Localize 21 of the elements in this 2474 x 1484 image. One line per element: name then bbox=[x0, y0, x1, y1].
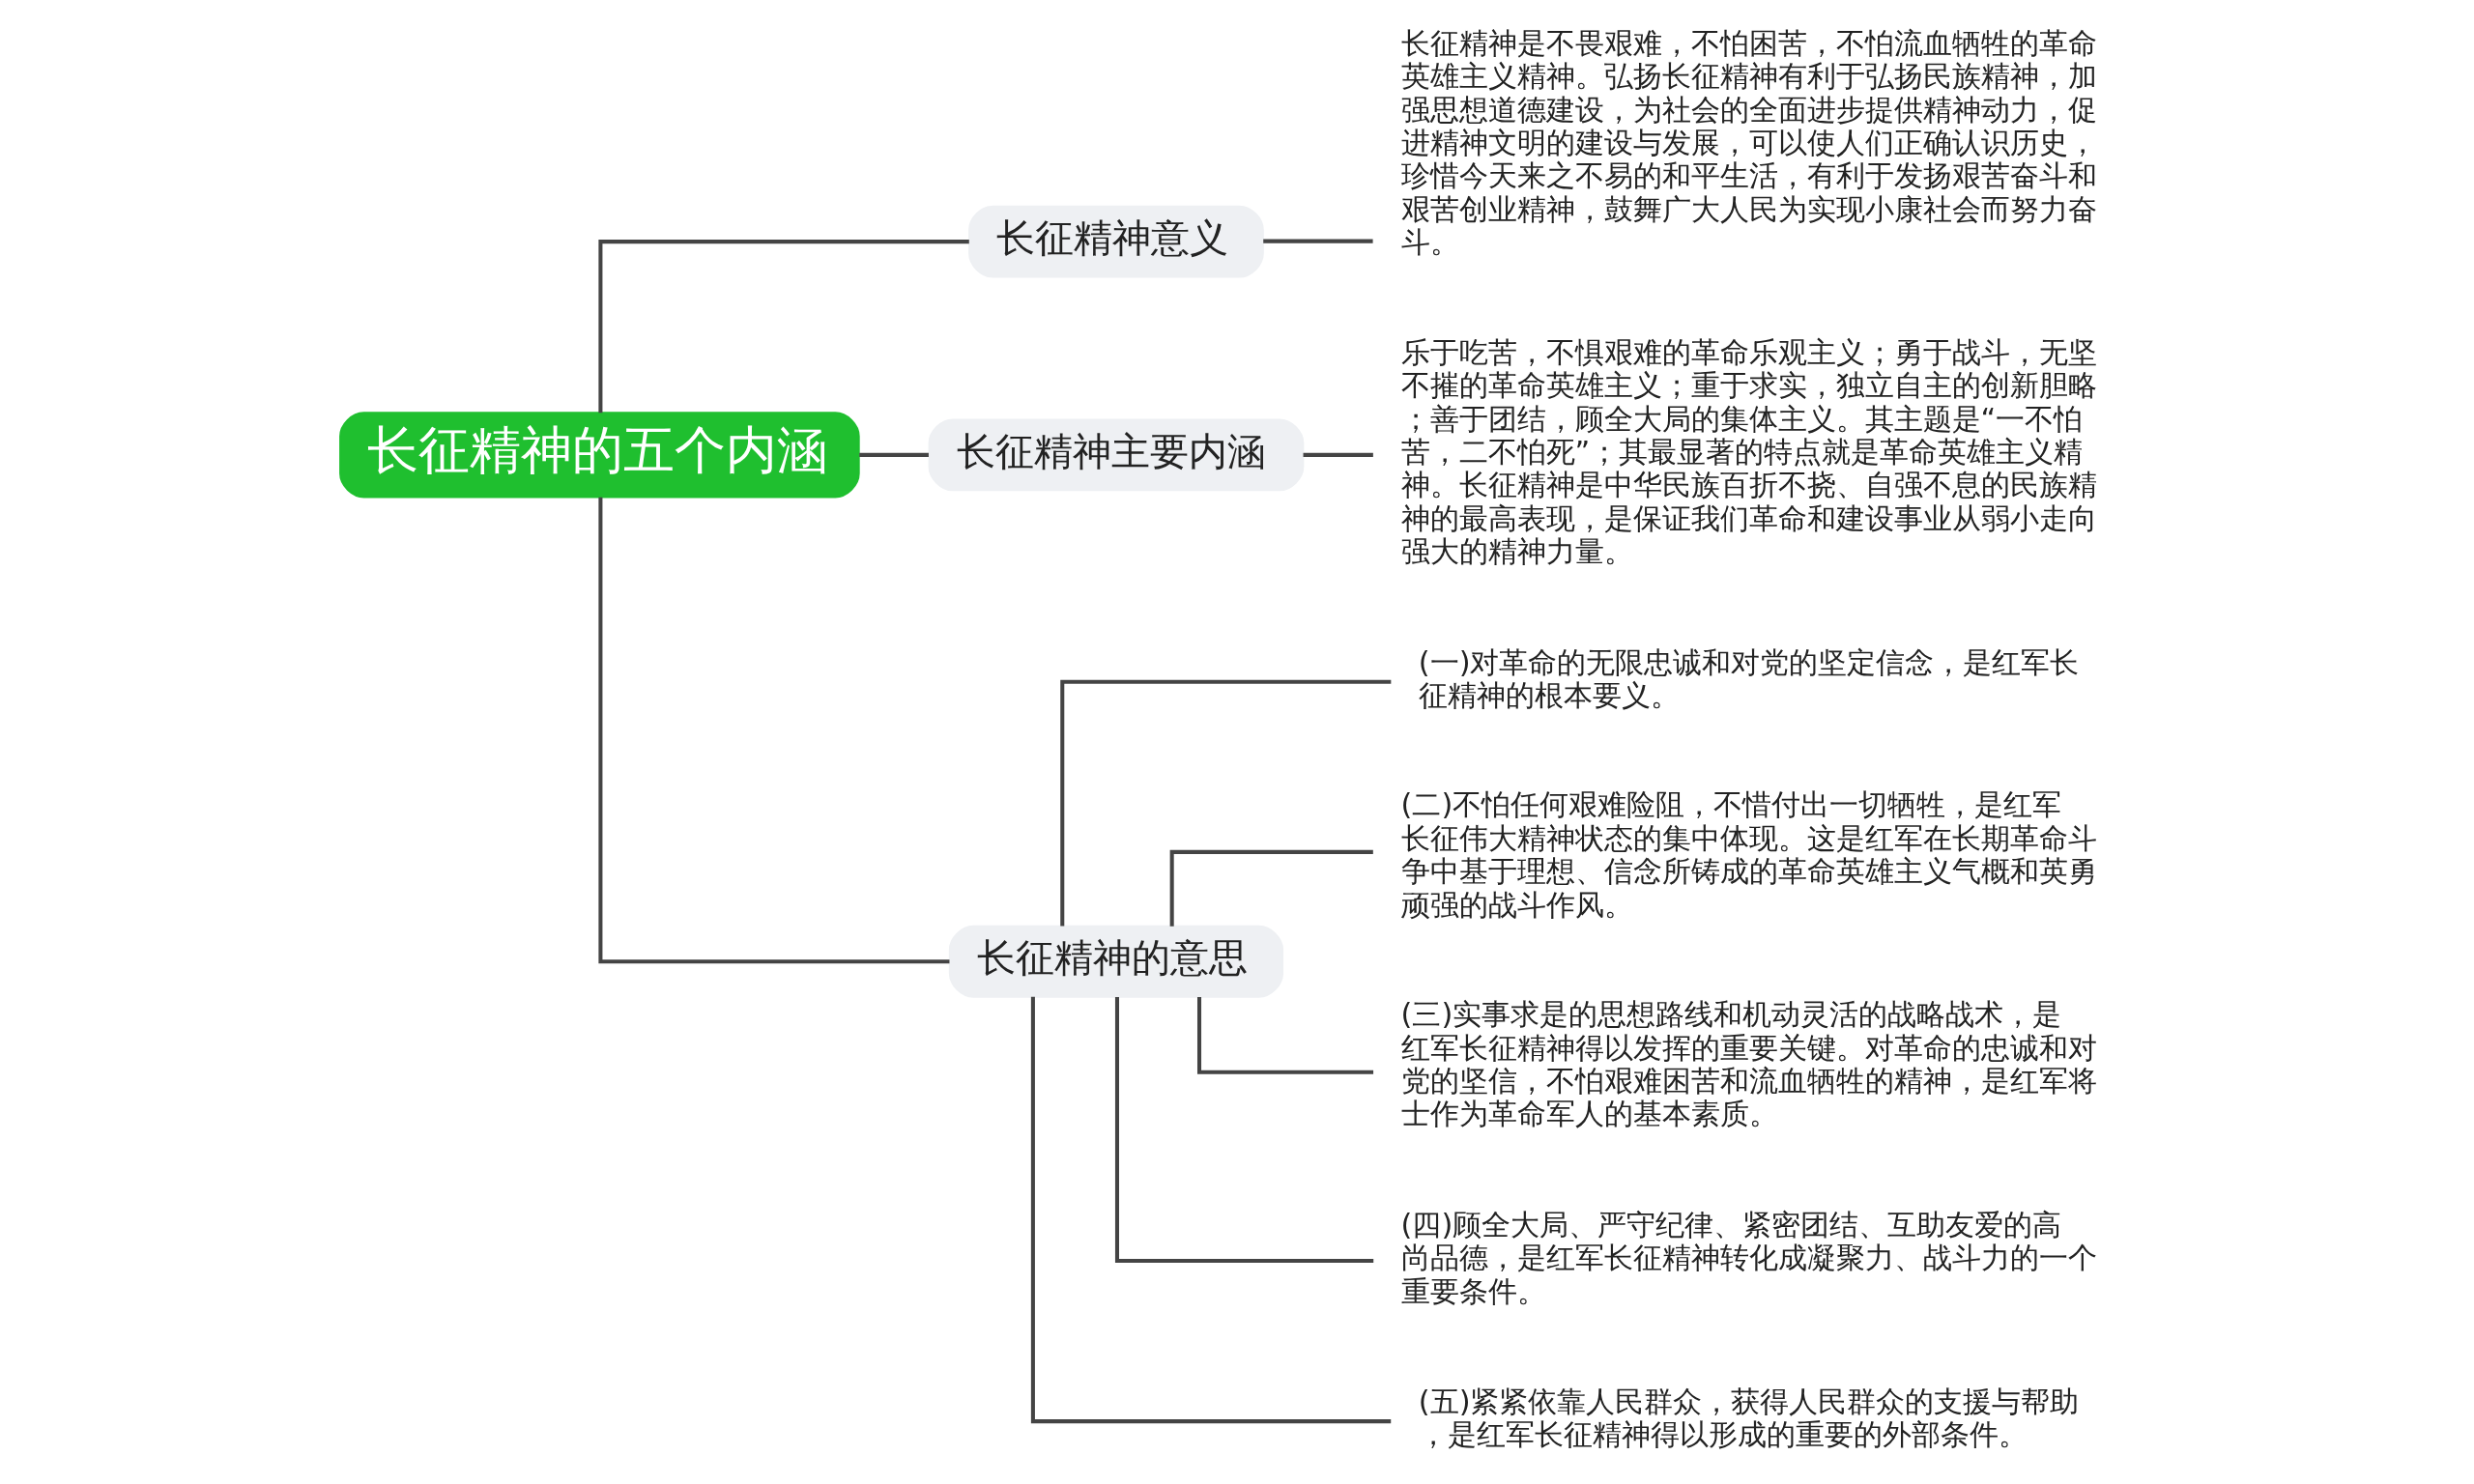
connector bbox=[1303, 452, 1373, 457]
node-box: 长征精神的意思 bbox=[948, 925, 1283, 998]
node-text: (五)紧紧依靠人民群众，获得人民群众的支援与帮助，是红军长征精神得以形成的重要的外部条件。 bbox=[1418, 1384, 2079, 1452]
connector bbox=[1169, 849, 1373, 927]
node-text: (二)不怕任何艰难险阻，不惜付出一切牺牲，是红军长征伟大精神状态的集中体现。这是红军在长期革命斗争中基于理想、信念所铸成的革命英雄主义气概和英勇顽强的战斗作风。 bbox=[1400, 787, 2097, 922]
node-box: 长征精神主要内涵 bbox=[928, 418, 1304, 492]
connector bbox=[1262, 239, 1373, 243]
connector bbox=[1030, 996, 1391, 1424]
connector bbox=[858, 452, 929, 457]
node-text: (三)实事求是的思想路线和机动灵活的战略战术，是红军长征精神得以发挥的重要关键。对革命的忠诚和对党的坚信，不怕艰难困苦和流血牺牲的精神，是红军将士作为革命军人的基本素质。 bbox=[1400, 997, 2097, 1131]
node-text: (四)顾全大局、严守纪律、紧密团结、互助友爱的高尚品德，是红军长征精神转化成凝聚力、战斗力的一个重要条件。 bbox=[1400, 1207, 2097, 1308]
connector bbox=[1196, 997, 1373, 1074]
node-text: 长征精神是不畏艰难，不怕困苦，不怕流血牺牲的革命英雄主义精神。弘扬长征精神有利于弘扬民族精神，加强思想道德建设，为社会的全面进步提供精神动力，促进精神文明的建设与发展，可以使人们正确认识历史，珍惜今天来之不易的和平生活，有利于发扬艰苦奋斗和艰苦创业精神，鼓舞广大人民为实现小康社会而努力奋斗。 bbox=[1400, 25, 2097, 260]
node-text: 乐于吃苦，不惧艰难的革命乐观主义；勇于战斗，无坚不摧的革命英雄主义；重于求实，独立自主的创新胆略；善于团结，顾全大局的集体主义。其主题是“一不怕苦，二不怕死”；其最显著的特点就是革命英雄主义精神。长征精神是中华民族百折不挠、自强不息的民族精神的最高表现，是保证我们革命和建设事业从弱小走向强大的精神力量。 bbox=[1400, 334, 2097, 569]
node-text: (一)对革命的无限忠诚和对党的坚定信念，是红军长征精神的根本要义。 bbox=[1418, 644, 2079, 713]
connector bbox=[1114, 997, 1373, 1264]
connector bbox=[597, 240, 969, 414]
node-box: 长征精神的五个内涵 bbox=[338, 412, 860, 499]
connector bbox=[597, 497, 949, 964]
node-box: 长征精神意义 bbox=[967, 205, 1264, 278]
connector bbox=[1059, 679, 1391, 927]
